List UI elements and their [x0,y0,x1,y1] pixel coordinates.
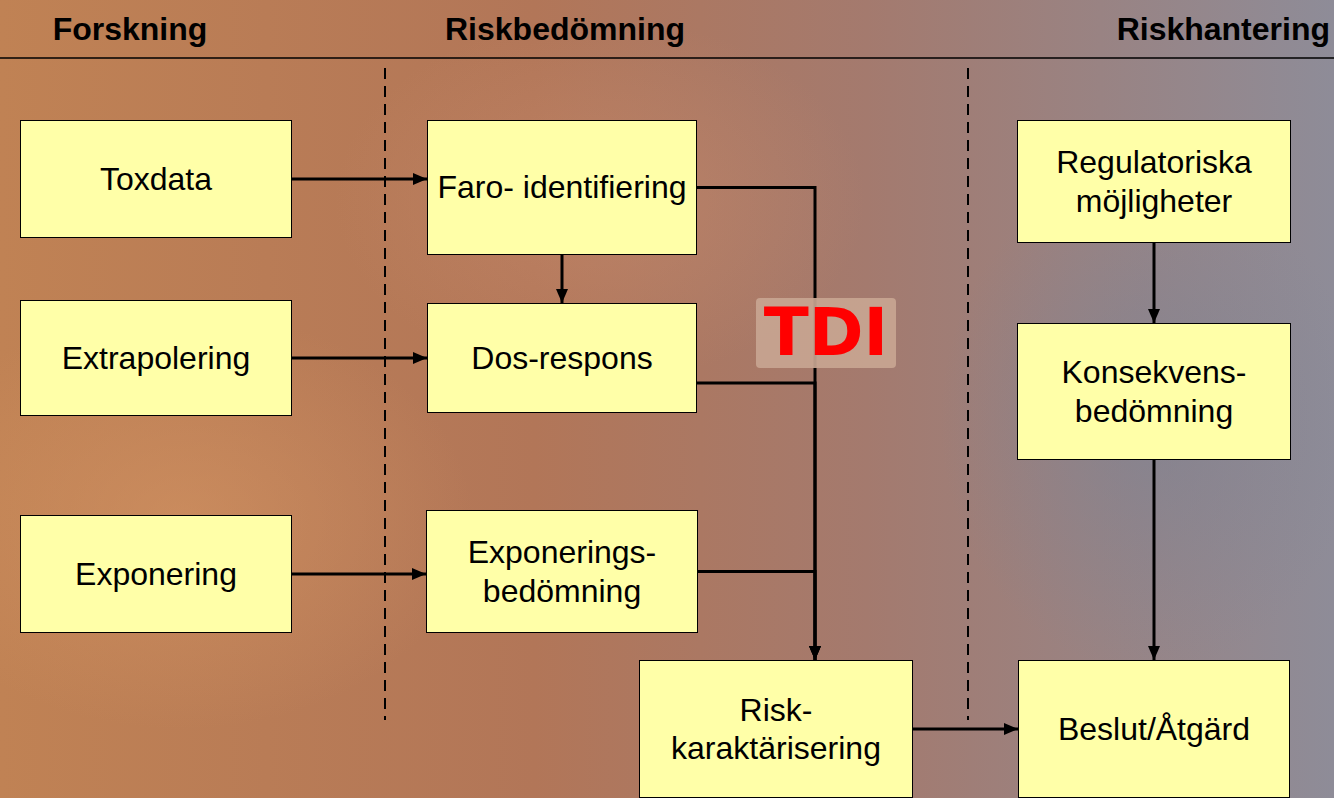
flow-arrow [292,573,426,576]
process-box: Exponering [20,515,292,633]
flow-arrow [561,255,564,303]
flow-arrow [913,728,1018,731]
box-text: Toxdata [100,160,212,198]
box-text: Exponerings- bedömning [434,533,690,610]
box-text: Konsekvens- bedömning [1025,353,1283,430]
process-box: Konsekvens- bedömning [1017,323,1291,460]
process-box: Extrapolering [20,300,292,416]
process-box: Toxdata [20,120,292,238]
box-text: Beslut/Åtgärd [1058,710,1250,748]
process-box: Regulatoriska möjligheter [1017,120,1291,243]
process-box: Dos-respons [427,303,697,413]
annotation: TDI [756,298,896,368]
column-divider [967,68,969,720]
header-rule [0,57,1334,59]
process-box: Beslut/Åtgärd [1018,660,1290,798]
box-text: Exponering [75,555,237,593]
flow-arrow [697,383,815,660]
process-box: Risk- karaktärisering [639,660,913,798]
box-text: Dos-respons [471,339,652,377]
flow-arrow [292,178,427,181]
column-divider [384,68,386,720]
box-text: Risk- karaktärisering [647,691,905,768]
box-text: Regulatoriska möjligheter [1025,143,1283,220]
flow-arrow [1153,243,1156,323]
process-box: Faro- identifiering [427,120,697,255]
flow-arrow [697,188,815,661]
box-text: Faro- identifiering [438,168,687,206]
column-heading: Riskhantering [1117,12,1330,47]
flow-arrow [698,572,815,661]
box-text: Extrapolering [62,339,251,377]
column-heading: Riskbedömning [445,12,685,47]
column-heading: Forskning [53,12,208,47]
flow-arrow [1153,460,1156,660]
flow-arrow [292,357,427,360]
process-box: Exponerings- bedömning [426,510,698,633]
